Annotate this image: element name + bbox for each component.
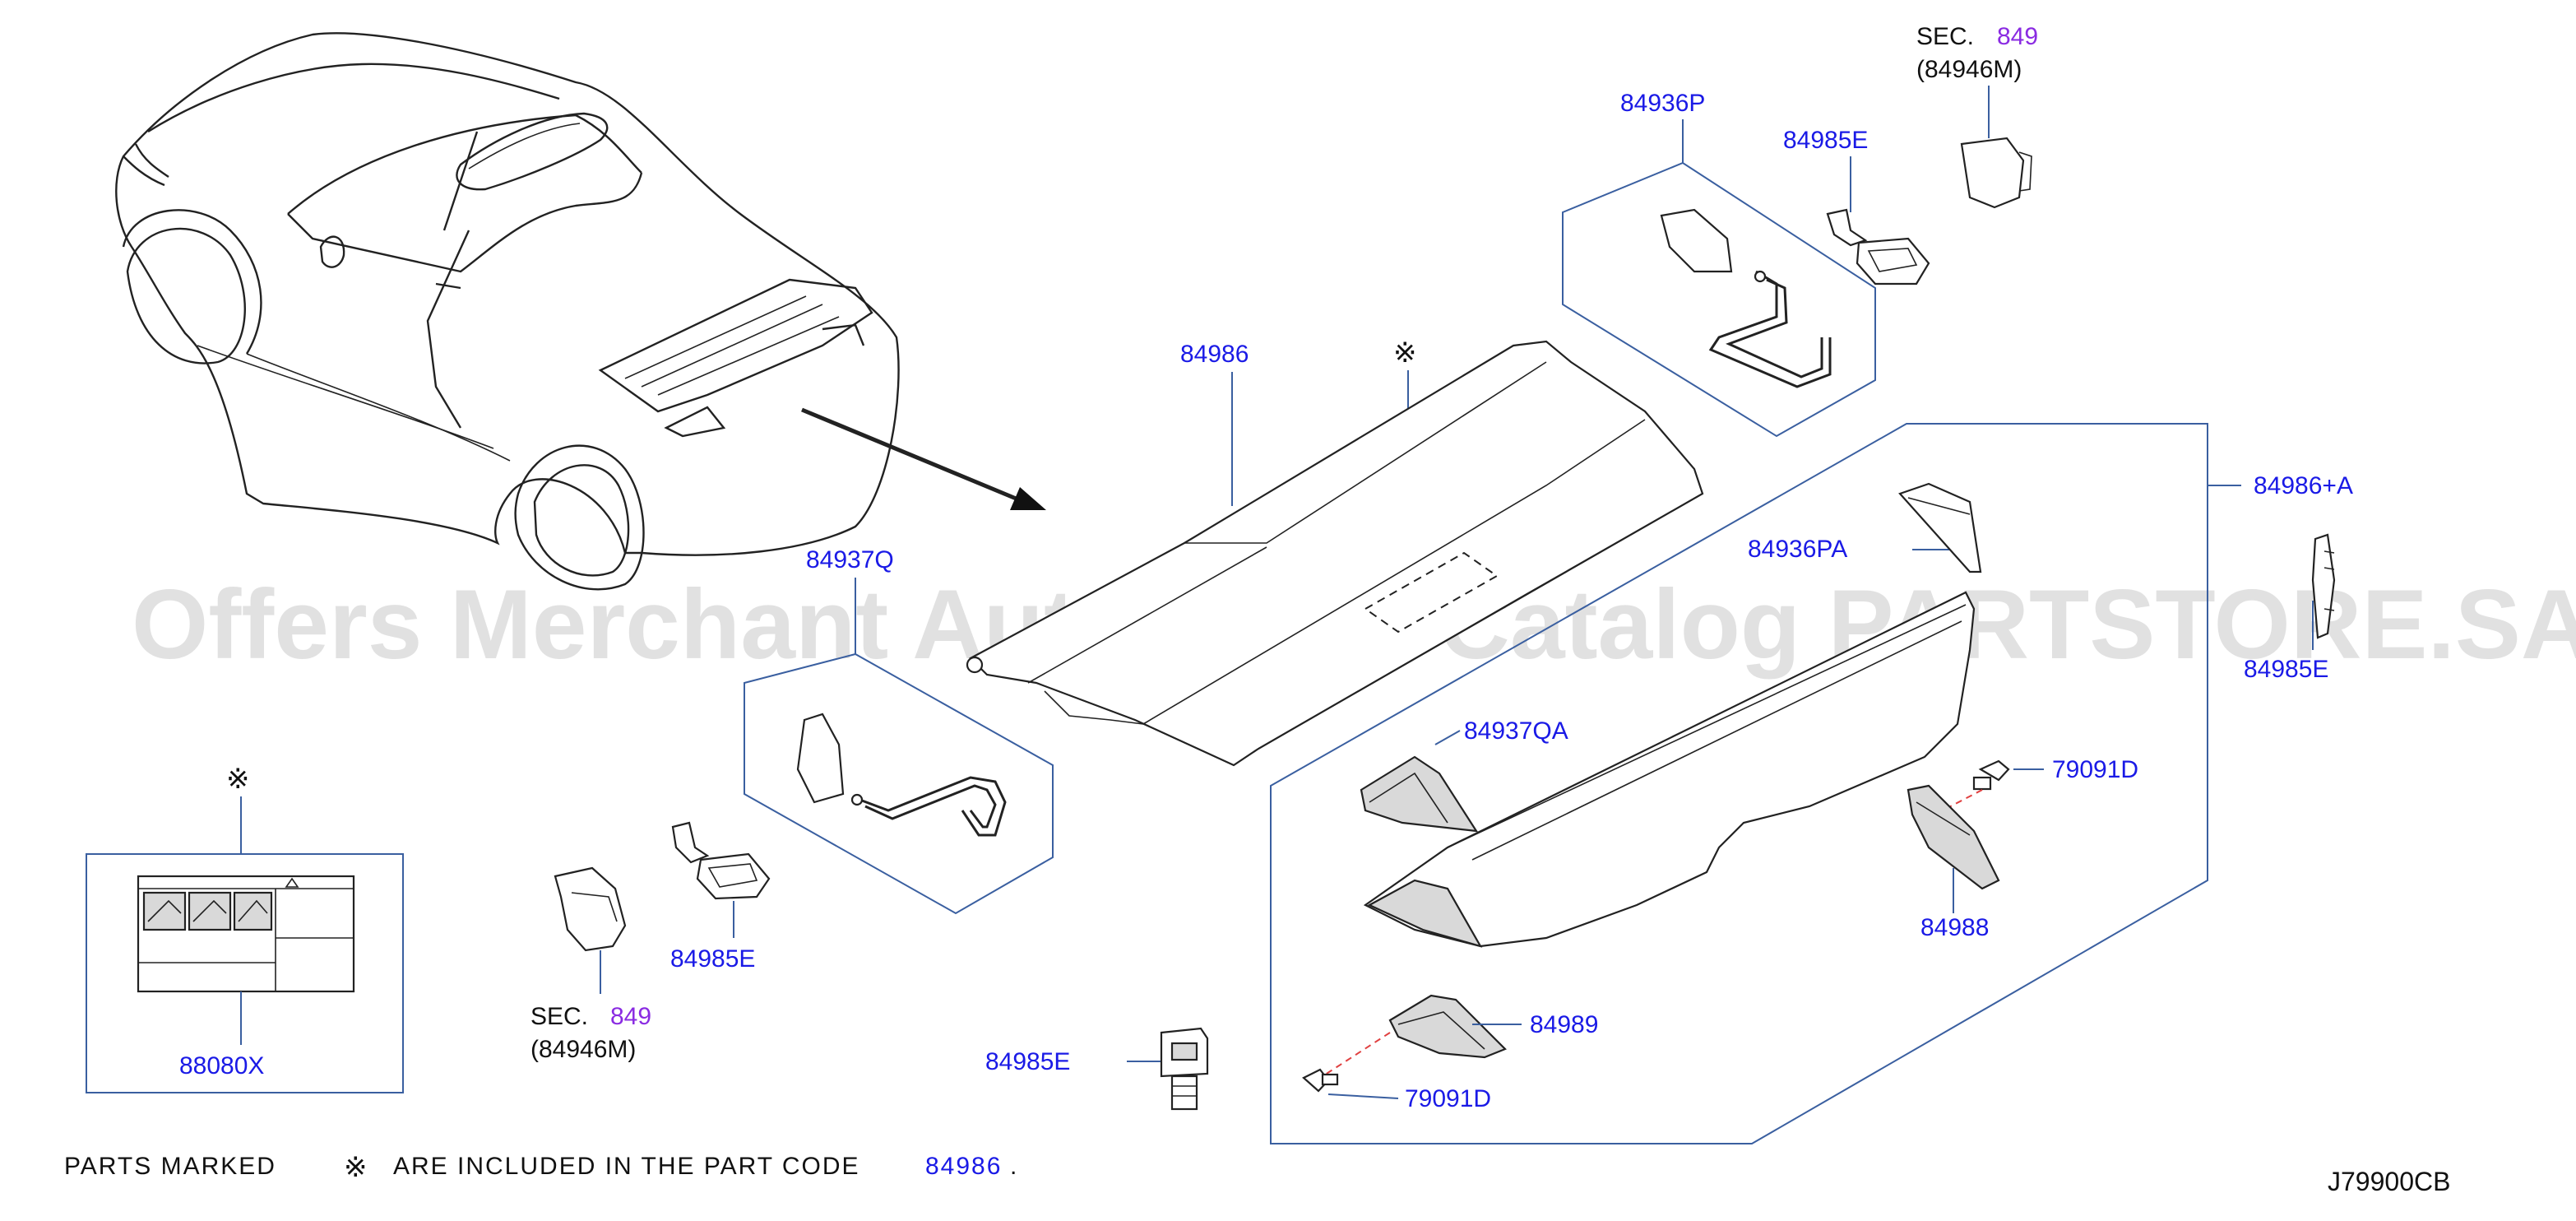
mark-symbol-left: ※	[226, 763, 250, 796]
footer-note: PARTS MARKED ※ ARE INCLUDED IN THE PART …	[64, 1151, 1018, 1184]
mark-symbol-top: ※	[1393, 337, 1417, 369]
clip-84946m-top	[1960, 137, 2025, 209]
pointer-arrow	[801, 407, 1046, 510]
part-label-84986[interactable]: 84986	[1180, 341, 1249, 368]
footer-parts-marked: PARTS MARKED	[64, 1153, 276, 1180]
part-label-84988[interactable]: 84988	[1920, 914, 1989, 941]
sec-sub-top: (84946M)	[1916, 56, 2022, 83]
part-label-84986a[interactable]: 84986+A	[2254, 472, 2353, 499]
part-84936pa	[1898, 482, 1982, 573]
sec-ref-top[interactable]: 849	[1997, 23, 2038, 50]
group-88080x: ※ 88080X	[86, 763, 404, 1093]
footer-mark-symbol: ※	[344, 1151, 368, 1184]
diagram-id: J79900CB	[2328, 1167, 2450, 1196]
car-illustration	[115, 32, 900, 591]
label-area-dashed	[1364, 551, 1499, 634]
part-label-84936p[interactable]: 84936P	[1620, 90, 1705, 117]
sec-849-bottom-group: SEC. 849 (84946M)	[530, 866, 651, 1063]
part-label-84985e-right[interactable]: 84985E	[2244, 656, 2328, 683]
part-label-84989[interactable]: 84989	[1530, 1011, 1598, 1038]
part-label-84985e-top[interactable]: 84985E	[1783, 127, 1868, 154]
group-84985e-mid: 84985E	[670, 821, 771, 973]
group-84937q: 84937Q	[744, 546, 1054, 915]
clip-84946m-bottom	[554, 866, 627, 952]
bracket-84937q	[796, 713, 845, 804]
part-label-84985e-mid[interactable]: 84985E	[670, 945, 755, 973]
group-84936p: 84936P	[1562, 90, 1876, 438]
part-label-84985e-bottom[interactable]: 84985E	[985, 1048, 1070, 1075]
sec-ref-bottom[interactable]: 849	[610, 1003, 651, 1030]
part-84989	[1388, 994, 1507, 1059]
tonneau-cover-84986: 84986 ※	[966, 337, 1704, 767]
footer-period: .	[1010, 1153, 1018, 1180]
sec-label-top: SEC.	[1916, 23, 1974, 50]
footer-included-text: ARE INCLUDED IN THE PART CODE	[393, 1153, 860, 1180]
part-label-84937q[interactable]: 84937Q	[806, 546, 894, 573]
part-84937qa	[1360, 755, 1479, 833]
group-84985e-bottom: 84985E	[985, 1027, 1209, 1111]
group-84985e-top: 84985E	[1783, 127, 1930, 286]
part-label-79091d-bottom[interactable]: 79091D	[1405, 1085, 1491, 1112]
part-label-88080x[interactable]: 88080X	[179, 1052, 264, 1079]
sec-849-top-group: SEC. 849 (84946M)	[1916, 23, 2038, 209]
sec-label-bottom: SEC.	[530, 1003, 588, 1030]
group-84986a: 84986+A 84936PA 84937QA 79091D 84988	[1270, 423, 2353, 1144]
caution-label-88080x	[137, 875, 355, 993]
group-84985e-right: 84985E	[2244, 533, 2336, 683]
part-label-84936pa[interactable]: 84936PA	[1748, 536, 1847, 563]
part-label-79091d-right[interactable]: 79091D	[2052, 756, 2138, 783]
sec-sub-bottom: (84946M)	[530, 1036, 636, 1063]
footer-part-code[interactable]: 84986	[925, 1153, 1002, 1180]
bracket-84936p	[1660, 208, 1733, 273]
part-label-84937qa[interactable]: 84937QA	[1464, 717, 1568, 745]
